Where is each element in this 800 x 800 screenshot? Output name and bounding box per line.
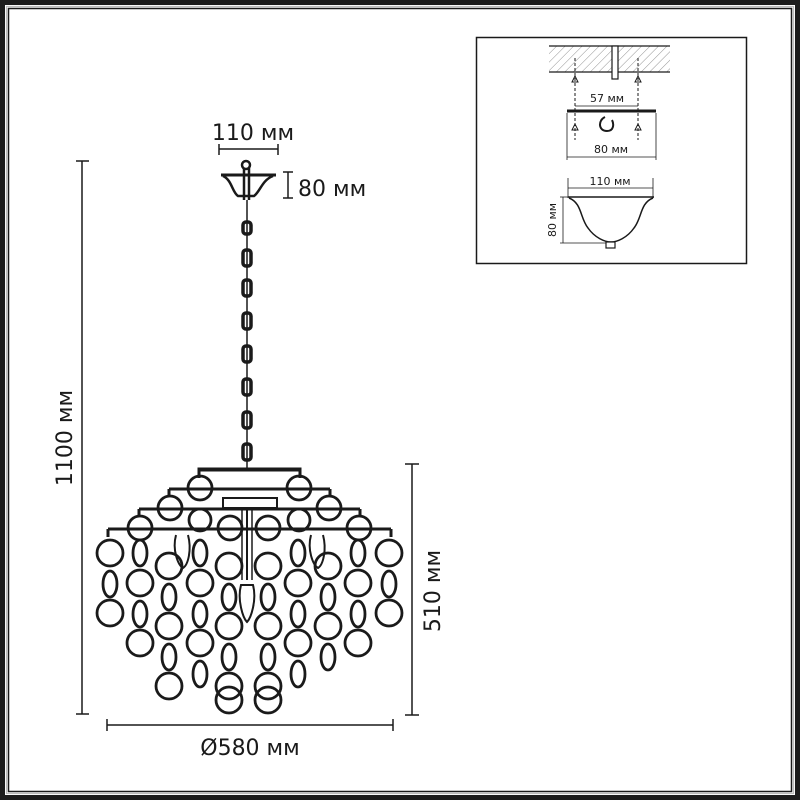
diameter-label: Ø580 мм (200, 736, 300, 761)
body-height-label: 510 мм (421, 550, 446, 632)
candle-holders (173, 534, 326, 624)
canopy-height-label: 80 мм (298, 177, 366, 202)
total-height-label: 1100 мм (53, 390, 78, 486)
ceiling-canopy (221, 159, 276, 200)
bracket-width-label: 80 мм (594, 143, 628, 156)
total-height-dimension (76, 160, 89, 715)
canopy-height-dimension (283, 171, 293, 199)
canopy-width-dimension (218, 144, 279, 155)
bracket-hole-spacing-label: 57 мм (590, 92, 624, 105)
inset-canopy-width-label: 110 мм (589, 175, 630, 188)
canopy-width-label: 110 мм (212, 121, 294, 146)
crystal-drops (95, 474, 404, 715)
diameter-dimension (106, 719, 394, 731)
inset-canopy-height-label: 80 мм (546, 203, 559, 237)
mounting-inset: 57 мм 80 мм 110 мм 80 мм (475, 36, 748, 265)
suspension-chain (241, 200, 253, 470)
body-height-dimension (405, 463, 419, 716)
